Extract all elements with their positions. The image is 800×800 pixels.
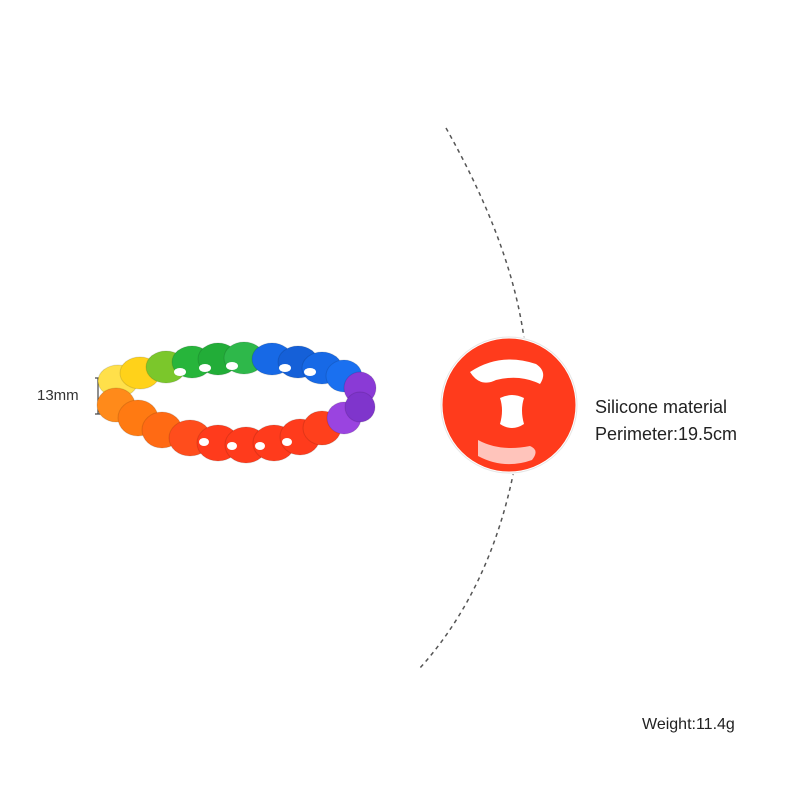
bracelet-back-links [97, 341, 377, 405]
weight-label: Weight:11.4g [642, 716, 735, 733]
zoom-detail-circle [439, 335, 579, 475]
bracelet-front-links [96, 387, 376, 464]
width-label: 13mm [37, 387, 79, 404]
front-link-holes [199, 438, 292, 450]
perimeter-label: Perimeter:19.5cm [595, 424, 738, 444]
material-label: Silicone material [595, 397, 728, 417]
link-cutout-bottom [478, 440, 536, 465]
link-cutout-top [470, 359, 544, 384]
back-link-holes [174, 362, 316, 376]
link-cutout-middle [500, 395, 524, 428]
